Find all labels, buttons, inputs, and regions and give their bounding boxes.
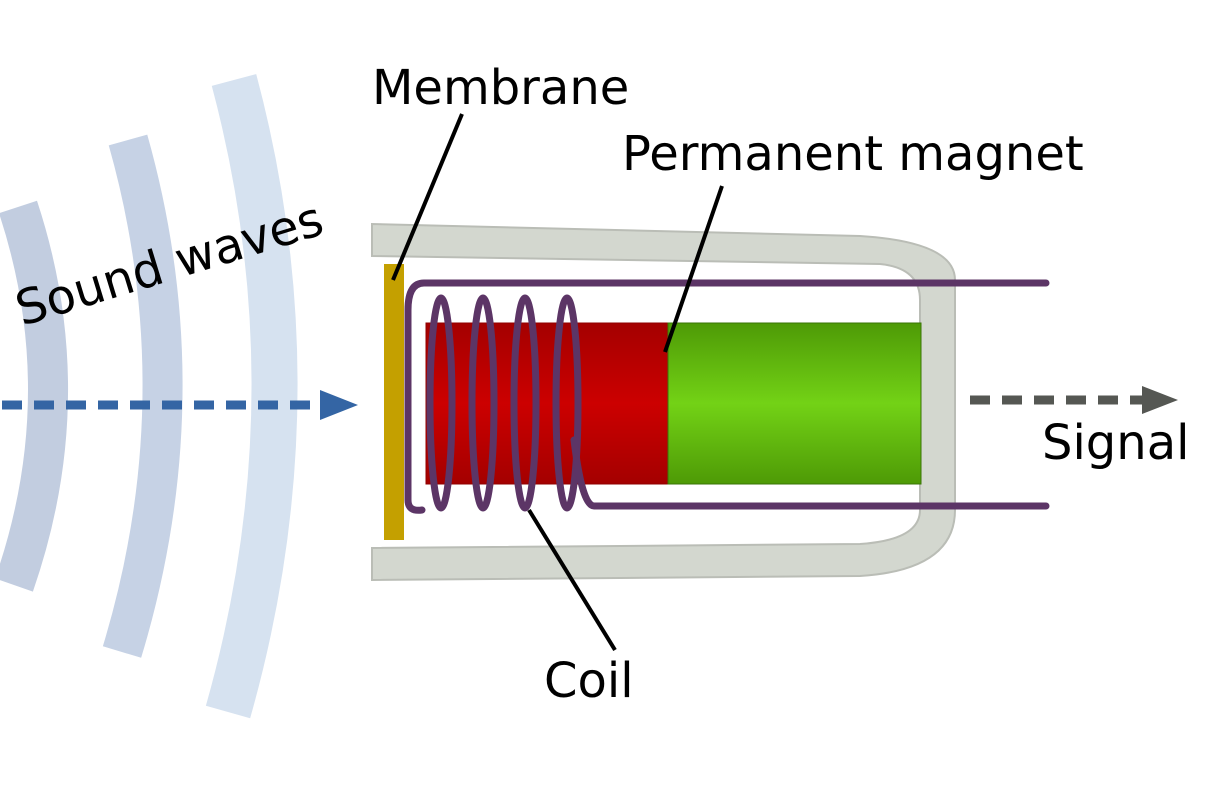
leader-lines [391,113,724,652]
coil-lead-top [404,279,1050,514]
membrane-leader-line [391,113,464,281]
coil-winding-3 [510,294,540,512]
label-coil: Coil [544,653,634,709]
membrane [384,264,404,540]
label-membrane: Membrane [372,60,629,116]
coil [404,279,1050,514]
magnet-leader-line [663,185,724,353]
coil-winding-1 [426,294,456,512]
sound-wave-arc-2 [102,134,183,658]
coil-winding-2 [468,294,498,512]
magnet-green-pole [667,322,922,485]
label-signal: Signal [1042,415,1189,471]
coil-lead-bottom [570,436,1050,510]
magnet-red-pole [425,322,671,485]
sound-wave-arcs [0,74,298,719]
permanent-magnet [425,322,922,485]
input-arrow [2,390,358,420]
sound-wave-arc-1 [0,200,68,592]
output-arrow [970,386,1178,414]
sound-wave-arc-3 [205,74,298,719]
label-permanent-magnet: Permanent magnet [622,126,1084,182]
coil-leader-line [527,508,617,652]
coil-winding-4 [552,294,582,512]
